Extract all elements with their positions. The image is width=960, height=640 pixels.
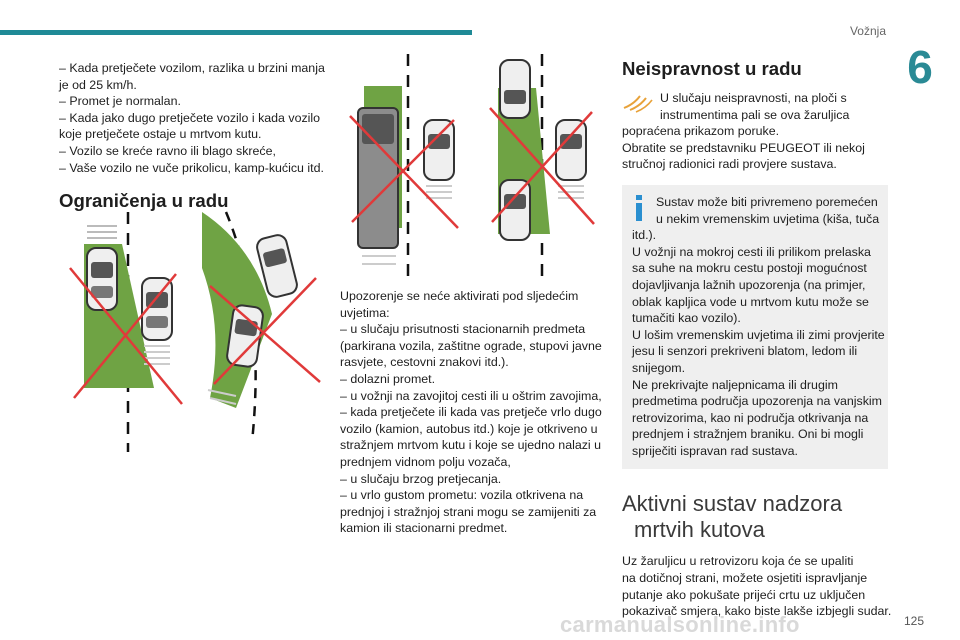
text-line: – u slučaju brzog pretjecanja. bbox=[340, 471, 502, 486]
text-line: stražnjem mrtvom kutu i koje se ujedno n… bbox=[340, 438, 602, 453]
text-line: (parkirana vozila, zaštitne ograde, stup… bbox=[340, 338, 602, 353]
info-head: Sustav može biti privremeno poremećen u … bbox=[632, 194, 880, 227]
section-name: Vožnja bbox=[849, 24, 886, 38]
text-line: Upozorenje se neće aktivirati pod sljede… bbox=[340, 289, 579, 303]
heading-line: Aktivni sustav nadzora bbox=[622, 491, 843, 517]
intro-list: – Kada pretječete vozilom, razlika u brz… bbox=[59, 60, 329, 176]
info-box: Sustav može biti privremeno poremećen u … bbox=[622, 184, 888, 470]
text-line: jesu li senzori prekriveni blatom, ledom… bbox=[632, 344, 858, 359]
text-line: – Vaše vozilo ne vuče prikolicu, kamp-ku… bbox=[59, 160, 324, 175]
heading-line: mrtvih kutova bbox=[634, 517, 765, 543]
page-number: 125 bbox=[903, 614, 924, 628]
text-line: predmetima područja upozorenja na vanjsk… bbox=[632, 394, 883, 409]
car-icon bbox=[555, 119, 587, 181]
text-line: retrovizorima, kao ni područja otkrivanj… bbox=[632, 410, 869, 425]
text-line: Ne prekrivajte naljepnicama ili drugim bbox=[632, 377, 838, 392]
text-line: uvjetima: bbox=[340, 305, 390, 320]
chapter-number: 6 bbox=[907, 41, 933, 93]
text-line: – u vrlo gustom prometu: vozila otkriven… bbox=[340, 488, 584, 503]
text-line: – Kada jako dugo pretječete vozilo i kad… bbox=[59, 110, 321, 125]
text-line: dojavljivanja lažnih upozorenja (na prim… bbox=[632, 277, 866, 292]
car-icon bbox=[499, 59, 531, 119]
text-line: snijegom. bbox=[632, 360, 686, 375]
text-line: prednjem i stražnjem braniku. Oni bi mog… bbox=[632, 427, 864, 442]
text-line: prednjem vidnom polju vozača, bbox=[340, 454, 511, 469]
figure-straight-road bbox=[69, 212, 183, 452]
heading-limitations: Ograničenja u radu bbox=[59, 190, 229, 212]
top-accent-bar bbox=[0, 30, 472, 35]
malfunction-warning: U slučaju neispravnosti, na ploči s inst… bbox=[622, 90, 888, 173]
column-middle: Upozorenje se neće aktivirati pod sljede… bbox=[340, 288, 602, 537]
text-line: – Promet je normalan. bbox=[59, 94, 181, 109]
text-line: itd.). bbox=[632, 228, 657, 243]
text-line: – dolazni promet. bbox=[340, 371, 436, 386]
text-line: – u vožnji na zavojitoj cesti ili u oštr… bbox=[340, 388, 602, 403]
text-line: – kada pretječete ili kada vas pretječe … bbox=[340, 405, 602, 420]
car-icon bbox=[86, 247, 118, 311]
text-line: – Vozilo se kreće ravno ili blago skreće… bbox=[59, 143, 276, 158]
figure-oncoming-traffic bbox=[489, 54, 595, 276]
text-line: tumačiti kao vozilo). bbox=[632, 311, 741, 326]
car-icon bbox=[423, 119, 455, 181]
text-line: spriječiti ispravan rad sustava. bbox=[632, 443, 798, 458]
text-line: prednjoj i stražnjoj strani mogu se zami… bbox=[340, 504, 597, 519]
text-line: putanje ako pokušate prijeći crtu uz ukl… bbox=[622, 587, 866, 602]
text-line: u nekim vremenskim uvjetima (kiša, tuča bbox=[656, 211, 880, 226]
text-line: Obratite se predstavniku PEUGEOT ili nek… bbox=[622, 140, 865, 155]
text-line: stručnoj radionici radi provjere sustava… bbox=[622, 157, 837, 172]
text-line: U lošim vremenskim uvjetima ili zimi pro… bbox=[632, 327, 885, 342]
text-line: kamion ili stacionarni predmet. bbox=[340, 521, 508, 536]
text-line: pokazivač smjera, kako biste lakše izbje… bbox=[622, 604, 892, 619]
figure-curved-road bbox=[202, 211, 321, 443]
heading-malfunction: Neispravnost u radu bbox=[622, 58, 802, 79]
column-left: – Kada pretječete vozilom, razlika u brz… bbox=[59, 60, 329, 212]
text-line: je od 25 km/h. bbox=[59, 77, 137, 92]
text-line: – u slučaju prisutnosti stacionarnih pre… bbox=[340, 322, 586, 337]
text-line: popraćena prikazom poruke. bbox=[622, 124, 780, 139]
figure-truck bbox=[349, 54, 459, 276]
heading-active-blind-spot: Aktivni sustav nadzora mrtvih kutova bbox=[622, 491, 888, 543]
watermark: carmanualsonline.info bbox=[560, 612, 800, 637]
text-line: na dotičnoj strani, možete osjetiti ispr… bbox=[622, 571, 868, 586]
text-line: Sustav može biti privremeno poremećen bbox=[656, 194, 878, 209]
warning-lamp-icon bbox=[623, 95, 653, 113]
text-line: U slučaju neispravnosti, na ploči s bbox=[660, 91, 847, 105]
text-line: koje pretječete ostaje u mrtvom kutu. bbox=[59, 127, 262, 142]
text-line: instrumentima pali se ova žaruljica bbox=[660, 107, 850, 122]
text-line: – Kada pretječete vozilom, razlika u brz… bbox=[59, 61, 325, 75]
text-line: sa suhe na mokru cestu postoji mogućnost bbox=[632, 261, 867, 276]
text-line: U vožnji na mokroj cesti ili prilikom pr… bbox=[632, 244, 871, 259]
text-line: oblak kapljica vode u mrtvom kutu može s… bbox=[632, 294, 869, 309]
text-line: vozilo (kamion, autobus itd.) koje je ot… bbox=[340, 421, 598, 436]
car-icon bbox=[256, 234, 298, 298]
info-icon bbox=[636, 194, 642, 221]
text-line: Uz žaruljicu u retrovizoru koja će se up… bbox=[622, 554, 854, 569]
column-right: Neispravnost u radu U slučaju neispravno… bbox=[622, 58, 892, 620]
active-blind-spot-text: Uz žaruljicu u retrovizoru koja će se up… bbox=[622, 553, 892, 619]
text-line: rasvjete, cestovni znakovi itd.). bbox=[340, 355, 509, 370]
